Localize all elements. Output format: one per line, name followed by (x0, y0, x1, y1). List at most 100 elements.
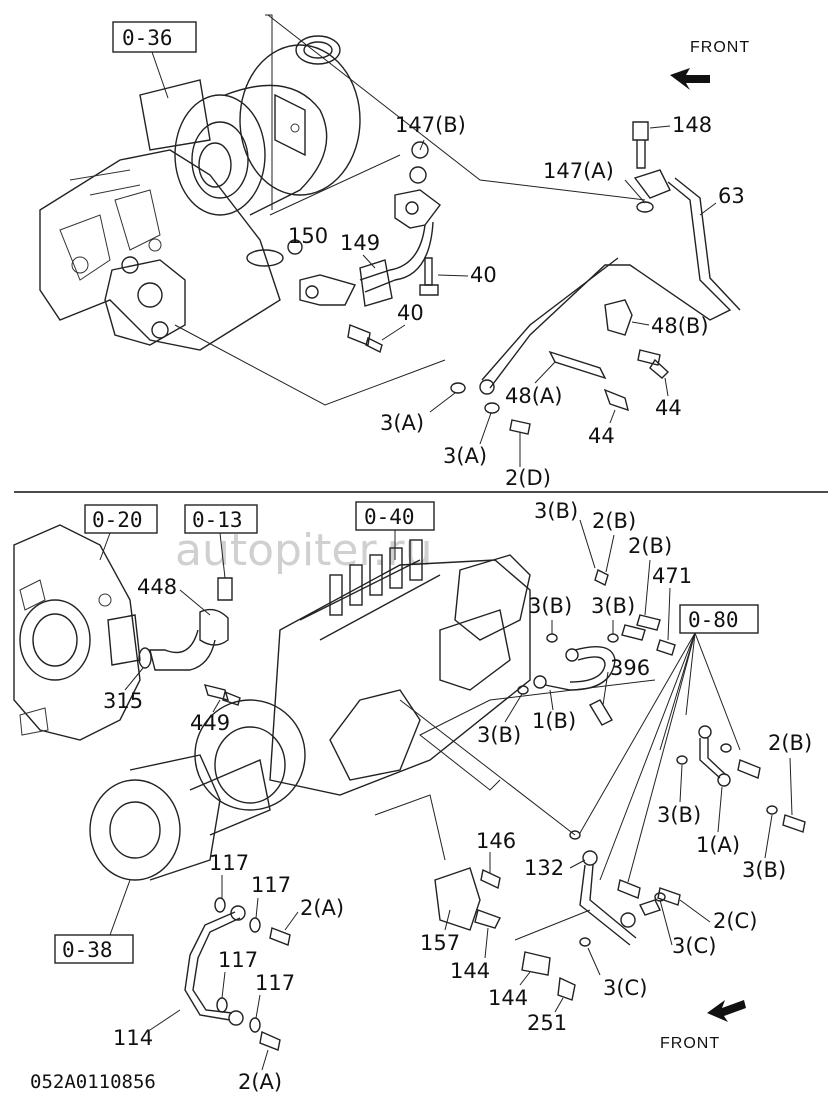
callout-132: 132 (524, 856, 564, 880)
guide-line-d (514, 909, 591, 941)
injection-pump (194, 539, 531, 811)
bolt-251 (557, 976, 576, 1001)
callout-2a-top: 2(A) (300, 896, 344, 920)
callout-117-c: 117 (218, 948, 258, 972)
oil-return-pipe (479, 169, 741, 395)
callout-144-upper: 144 (450, 959, 490, 983)
adapter-plate (107, 614, 141, 666)
callout-3b-far: 3(B) (742, 858, 786, 882)
callout-146: 146 (476, 829, 516, 853)
callout-157: 157 (420, 931, 460, 955)
gasket-147b (411, 141, 429, 159)
gear-case (13, 524, 141, 741)
ref-box-sensor-label: 0-13 (192, 508, 243, 532)
bolt-146 (480, 868, 501, 890)
callout-3b-right: 3(B) (591, 594, 635, 618)
callout-147b: 147(B) (395, 113, 466, 137)
callout-1a: 1(A) (696, 833, 740, 857)
callout-2a-bottom: 2(A) (238, 1070, 282, 1094)
guide-line-b (399, 699, 576, 836)
guide-line-a (419, 679, 656, 791)
bolt-44-upper (637, 349, 670, 379)
pipe-132 (569, 830, 681, 947)
callout-3a-right: 3(A) (443, 444, 487, 468)
callout-147a: 147(A) (543, 159, 614, 183)
callout-3a-left: 3(A) (380, 411, 424, 435)
oring-315 (138, 647, 152, 669)
callout-1b: 1(B) (532, 709, 576, 733)
callout-396: 396 (610, 656, 650, 680)
callout-44-right: 44 (655, 396, 682, 420)
callout-117-b: 117 (251, 873, 291, 897)
bolt-2d (509, 419, 531, 435)
front-label-top: FRONT (690, 39, 750, 56)
bolt-449 (203, 684, 241, 706)
callout-449: 449 (190, 711, 230, 735)
callout-40-upper: 40 (470, 263, 497, 287)
oil-inlet-pipe (246, 166, 441, 307)
callout-2c: 2(C) (713, 909, 757, 933)
ref-box-turbo-leader (151, 51, 169, 99)
sensor-448 (199, 608, 229, 646)
bolt-40-lower (347, 324, 383, 354)
front-arrow-bottom-icon (707, 1000, 746, 1022)
front-label-bottom: FRONT (660, 1035, 720, 1052)
bolt-40-upper (424, 257, 433, 286)
callout-149: 149 (340, 231, 380, 255)
callout-471: 471 (652, 564, 692, 588)
callout-2b-top: 2(B) (592, 509, 636, 533)
ref-box-sensor[interactable] (184, 504, 258, 534)
callout-40-lower: 40 (397, 301, 424, 325)
ref-box-pipe-leaders (579, 632, 741, 883)
callout-48b: 48(B) (651, 314, 709, 338)
callout-117-a: 117 (209, 851, 249, 875)
ref-box-water-pump-label: 0-38 (62, 938, 113, 962)
callout-3b-low: 3(B) (477, 723, 521, 747)
gasket-147a (636, 201, 654, 213)
top-callouts: 147(B) 148 147(A) 63 150 149 40 40 48(B)… (288, 113, 745, 490)
callout-117-d: 117 (255, 971, 295, 995)
callout-3c-a: 3(C) (672, 934, 716, 958)
callout-3b-mid: 3(B) (657, 803, 701, 827)
callout-44-left: 44 (588, 424, 615, 448)
turbo-bracket-line (265, 14, 273, 210)
callout-2b-right: 2(B) (768, 731, 812, 755)
clamp-48b (604, 299, 633, 336)
ref-box-gear-case-label: 0-20 (92, 508, 143, 532)
clip-144-lower (521, 951, 551, 976)
callout-3b-left: 3(B) (528, 594, 572, 618)
washer-3a-1 (450, 382, 466, 394)
ref-box-gear-case[interactable] (84, 504, 158, 534)
bolt-148 (632, 121, 649, 169)
gasket-ref-line (269, 154, 401, 216)
sensor-448-top (217, 577, 233, 601)
ref-box-turbo-label: 0-36 (122, 26, 173, 50)
callout-148: 148 (672, 113, 712, 137)
water-pump (89, 754, 271, 881)
pipe-1a (676, 725, 806, 833)
ref-box-pump-label: 0-40 (364, 505, 415, 529)
washer-3a-2 (484, 402, 500, 414)
callout-2d: 2(D) (505, 466, 551, 490)
ref-box-water-pump[interactable] (54, 934, 134, 964)
callout-63: 63 (718, 184, 745, 208)
bottom-callouts: 3(B) 2(B) 2(B) 471 3(B) 3(B) 448 396 315… (103, 499, 812, 1094)
guide-line-c (374, 794, 446, 861)
bracket-48a (548, 350, 607, 380)
ref-box-pipe[interactable] (679, 604, 759, 634)
callout-3b-top: 3(B) (534, 499, 578, 523)
top-ref-lead (174, 324, 446, 406)
engine-block-top (39, 149, 281, 351)
callout-114: 114 (113, 1026, 153, 1050)
callout-48a: 48(A) (505, 384, 562, 408)
ref-box-pipe-label: 0-80 (688, 608, 739, 632)
elbow-pipe (149, 629, 216, 671)
callout-448: 448 (137, 575, 177, 599)
diagram-code: 052A0110856 (30, 1071, 156, 1093)
bolt-44-lower (603, 388, 629, 412)
ref-box-turbo[interactable] (112, 21, 197, 53)
callout-144-lower: 144 (488, 986, 528, 1010)
callout-251: 251 (527, 1011, 567, 1035)
